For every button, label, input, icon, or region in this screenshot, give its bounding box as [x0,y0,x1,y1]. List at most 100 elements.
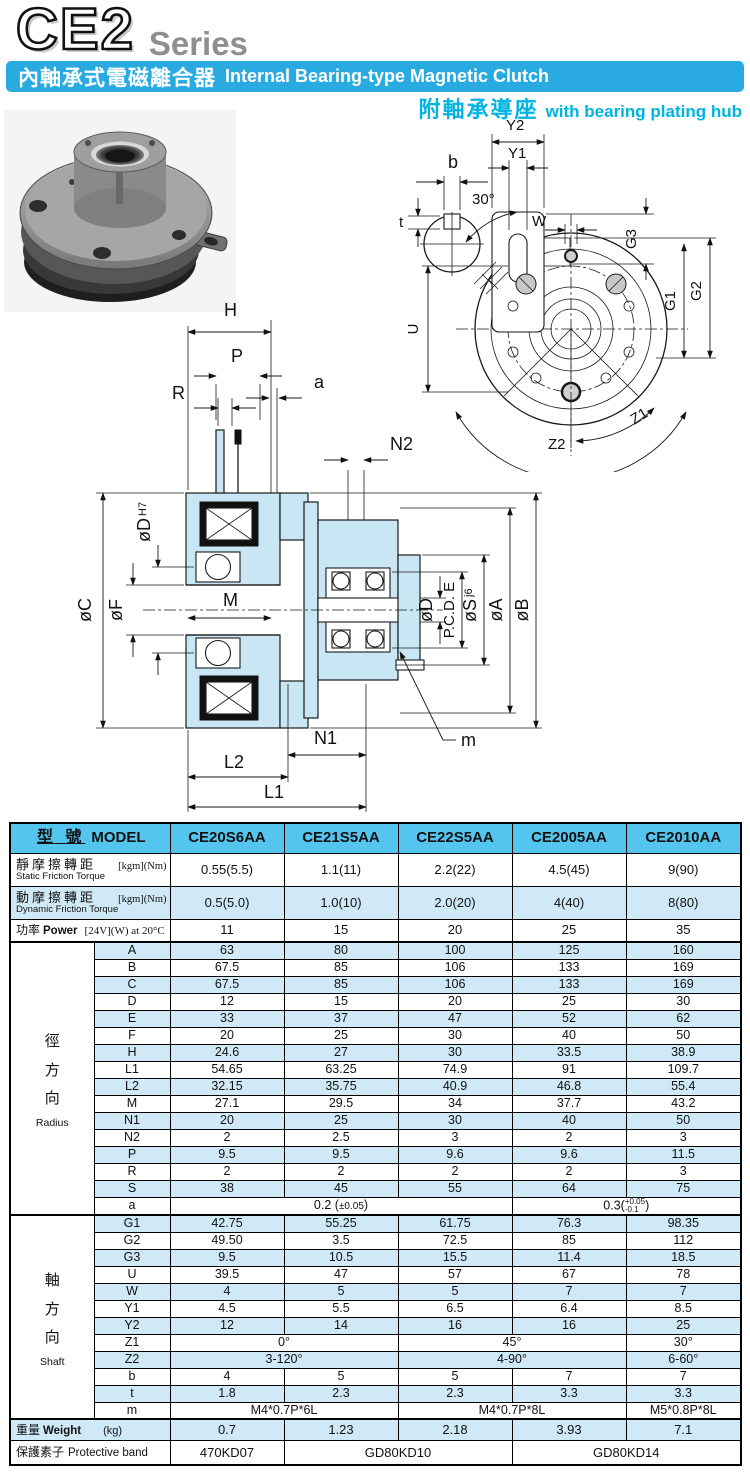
power-value: 11 [169,918,285,943]
dim-value: 24.6 [169,1043,285,1062]
dim-label-dD-main: øD [134,518,154,542]
dim-label-dD-sub: H7 [137,502,149,516]
dim-label-y1: Y1 [508,145,526,162]
dim-value: 4 [169,1282,285,1301]
dim-value: 30 [397,1043,513,1062]
dim-value: 12 [169,1316,285,1335]
dim-value: 160 [625,941,742,960]
dim-value: 7 [625,1282,742,1301]
dim-label-dA: øA [486,598,506,621]
dim-value: 57 [397,1265,513,1284]
dim-label-y2: Y2 [506,117,524,134]
dim-label-dD-H7: øD H7 [134,502,154,542]
dim-label-R: R [172,383,185,403]
dim-label-M: M [223,590,238,610]
dim-label-u: U [405,324,422,335]
dim-value: 125 [511,941,627,960]
model-header: CE2005AA [511,822,627,854]
product-photo [4,110,236,312]
dim-label-t: t [399,214,404,231]
spec-value: 0.5(5.0) [169,885,285,920]
dim-value: 34 [397,1094,513,1113]
dim-key: B [93,958,171,977]
dim-value: 40.9 [397,1077,513,1096]
dim-label-H: H [224,300,237,320]
series-label: Series [148,25,248,62]
dim-key: a [93,1196,171,1216]
weight-value: 7.1 [625,1418,742,1441]
power-value: 15 [283,918,399,943]
dim-label-w: W [532,213,547,230]
dim-value: 30° [625,1333,742,1352]
dim-value: 9.6 [397,1145,513,1164]
dim-value: M5*0.8P*8L [625,1401,742,1420]
dim-key: D [93,992,171,1011]
dim-key: G3 [93,1248,171,1267]
dim-value: 2 [511,1162,627,1181]
dim-value: 72.5 [397,1231,513,1250]
weight-value: 0.7 [169,1418,285,1441]
dim-value: 7 [511,1367,627,1386]
dim-value: 9.5 [169,1145,285,1164]
spec-value: 9(90) [625,852,742,887]
dim-value: 46.8 [511,1077,627,1096]
protective-value: GD80KD10 [283,1439,513,1466]
dim-value: 106 [397,958,513,977]
dim-label-P: P [231,346,243,366]
power-value: 35 [625,918,742,943]
dim-label-dF: øF [106,599,126,621]
dim-value: 45 [283,1179,399,1198]
dim-label-30deg: 30° [472,191,495,208]
dim-value: 4 [169,1367,285,1386]
dim-value: 33 [169,1009,285,1028]
dim-value: 50 [625,1111,742,1130]
dim-label-dC: øC [75,598,95,622]
dim-value: 8.5 [625,1299,742,1318]
dim-key: N2 [93,1128,171,1147]
series-logo: CE2 [15,0,135,62]
dim-value: 2.3 [283,1384,399,1403]
dim-key: t [93,1384,171,1403]
front-view-drawing: b t Y2 Y1 30° W G3 G1 [399,117,716,472]
dim-label-dB: øB [512,598,532,621]
dim-value: 112 [625,1231,742,1250]
spec-row-label: 靜摩擦轉距[kgm](Nm)Static Friction Torque [9,852,171,887]
dim-label-dS-sub: j6 [463,588,475,598]
dim-value: 2 [169,1162,285,1181]
dim-value: 3 [625,1162,742,1181]
dim-value: 4.5 [169,1299,285,1318]
dim-key: N1 [93,1111,171,1130]
weight-value: 3.93 [511,1418,627,1441]
dim-label-dS-j6: øSj6 [460,588,480,622]
dim-value: 106 [397,975,513,994]
dim-value: 10.5 [283,1248,399,1267]
dim-label-dS-main: øS [460,599,480,622]
model-header: CE21S5AA [283,822,399,854]
weight-value: 2.18 [397,1418,513,1441]
dim-value: 39.5 [169,1265,285,1284]
dim-value: 25 [625,1316,742,1335]
dim-value: 0.3(+0.05-0.1) [511,1196,742,1216]
dim-value: 0° [169,1333,399,1352]
spec-value: 4(40) [511,885,627,920]
dim-value: 100 [397,941,513,960]
dim-label-b: b [448,152,458,172]
dim-value: 63.25 [283,1060,399,1079]
